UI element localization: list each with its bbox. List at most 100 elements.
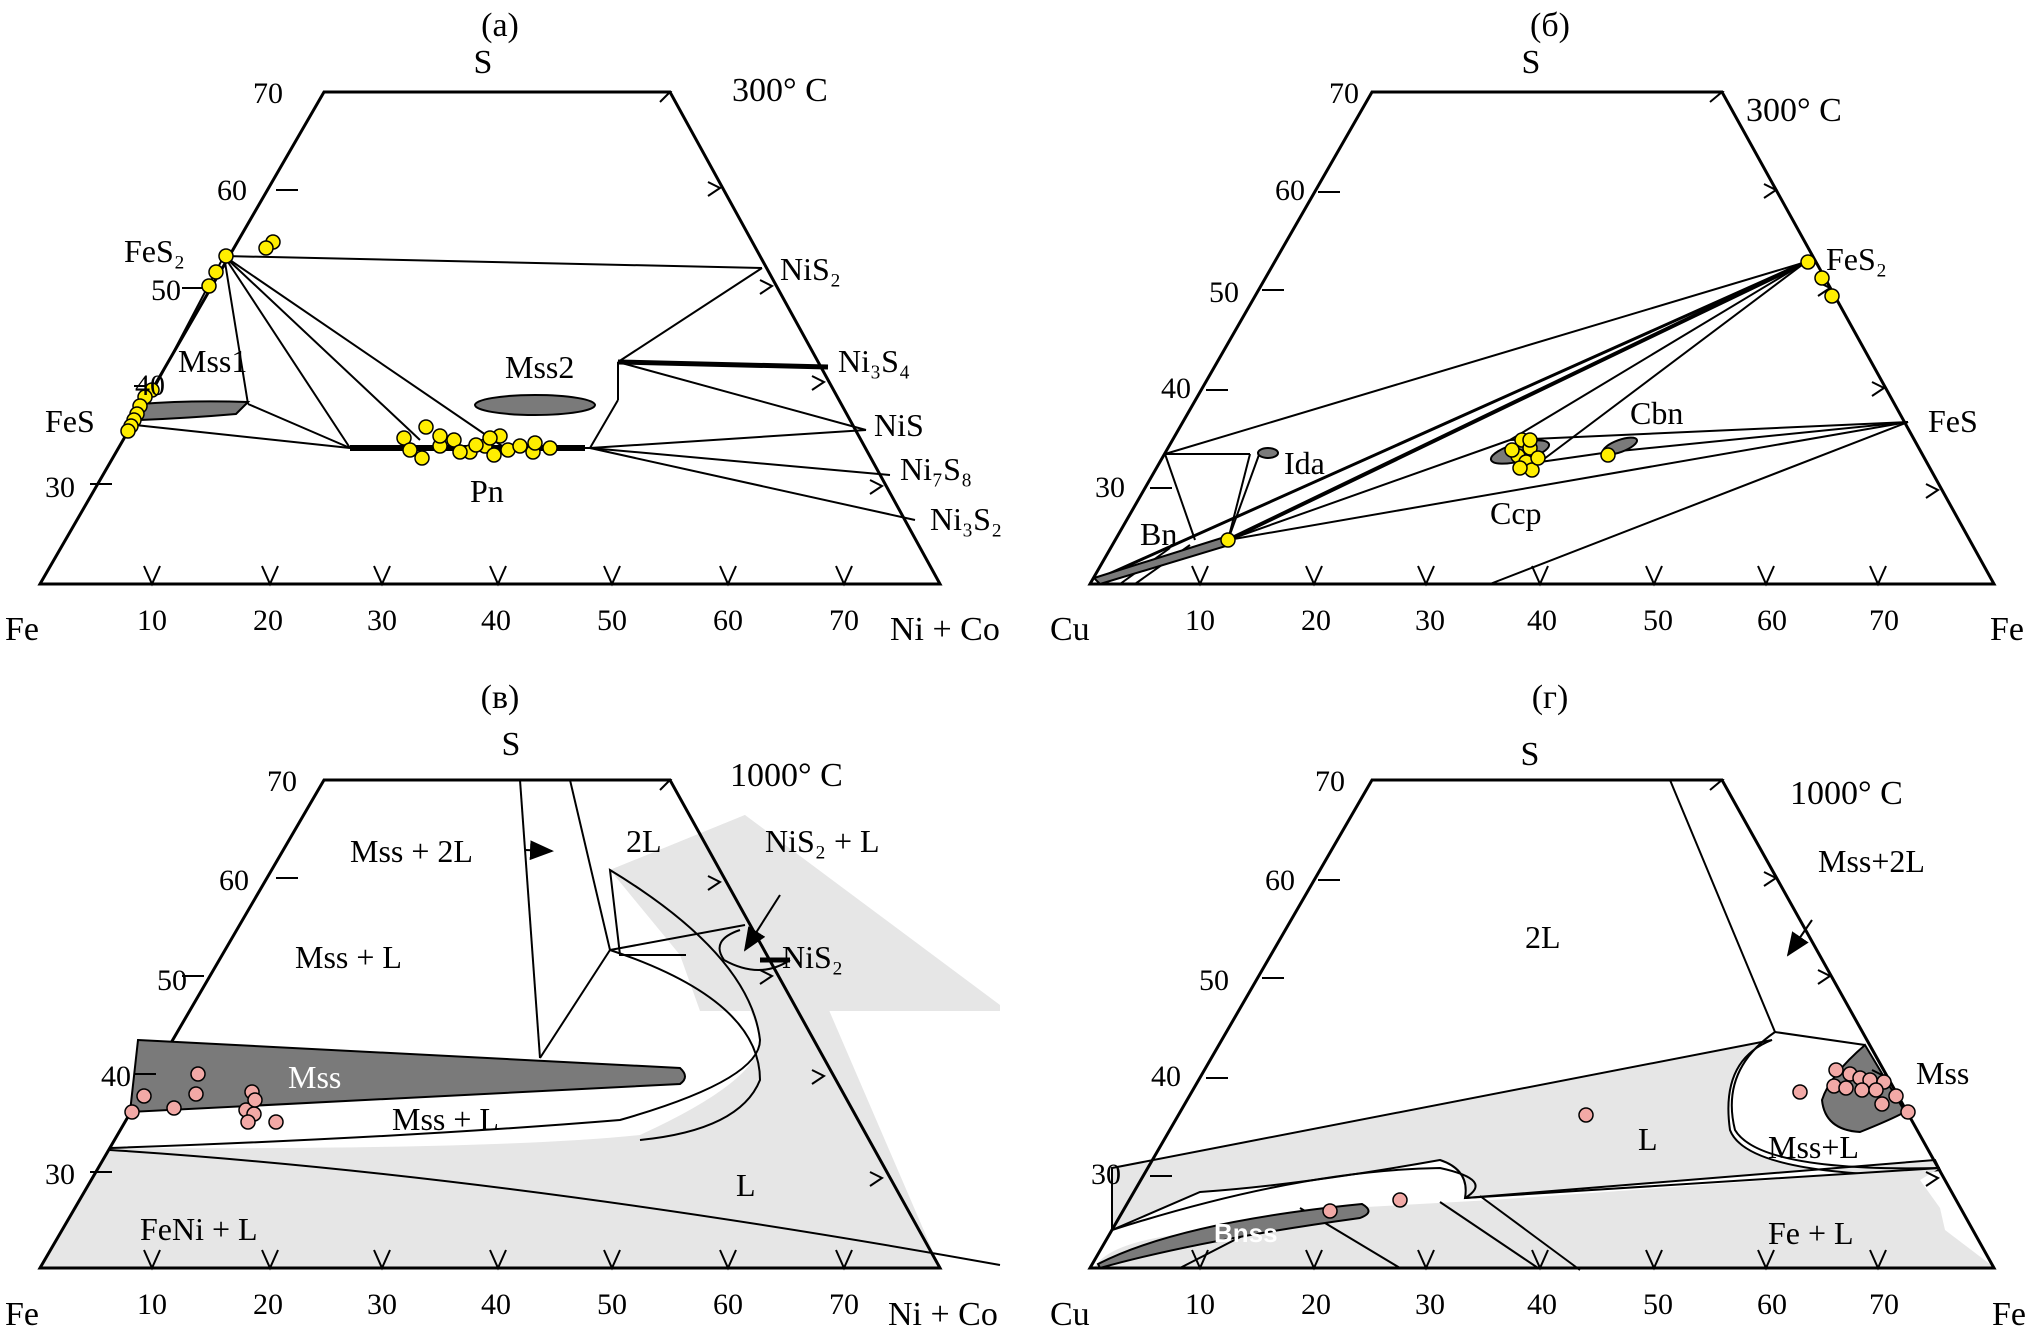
svg-text:20: 20 [1301,604,1331,637]
svg-text:Bnss: Bnss [1214,1218,1278,1248]
svg-text:30: 30 [367,1288,397,1321]
svg-text:Ida: Ida [1284,445,1325,481]
points-b [1220,254,1840,548]
phase-labels-a: FeS₂ FeS Mss1 Mss2 Pn NiS₂ Ni₃S₄ NiS Ni₇… [45,233,1002,537]
svg-text:50: 50 [597,604,627,637]
svg-text:40: 40 [101,1060,131,1093]
apex-label-b: S [1522,44,1541,81]
svg-text:FeS₂: FeS₂ [124,233,185,269]
svg-text:50: 50 [1643,1288,1673,1321]
svg-text:60: 60 [1757,1288,1787,1321]
points-a [120,234,558,466]
svg-text:70: 70 [829,1288,859,1321]
svg-text:60: 60 [1275,174,1305,207]
svg-text:Mss2: Mss2 [505,349,574,385]
svg-text:60: 60 [1757,604,1787,637]
svg-text:50: 50 [1209,276,1239,309]
svg-text:10: 10 [137,1288,167,1321]
svg-text:Mss+2L: Mss+2L [1818,843,1925,879]
svg-text:FeS: FeS [45,403,95,439]
left-corner-label-a: Fe [5,611,39,648]
svg-text:Mss: Mss [288,1059,341,1095]
svg-text:30: 30 [367,604,397,637]
phase-labels-b: FeS₂ FeS Cbn Ida Ccp Bn [1140,241,1978,552]
svg-text:Ni₃S₂: Ni₃S₂ [930,501,1002,537]
panel-letter-c: (в) [481,679,520,716]
svg-text:20: 20 [1301,1288,1331,1321]
right-corner-label-b: Fe [1990,611,2024,648]
arrow-mss2l-d [1786,919,1813,957]
apex-label-c: S [502,726,521,763]
temperature-label-a: 300° C [732,72,828,109]
main-tie-b [1227,260,1807,542]
bottom-ticks-d [1191,1249,1887,1271]
svg-text:Ni₇S₈: Ni₇S₈ [900,451,972,487]
svg-text:30: 30 [1091,1158,1121,1191]
svg-text:60: 60 [217,174,247,207]
right-corner-label-c: Ni + Co [888,1296,998,1329]
panel-a: (а) S 300° C Fe Ni + Co 10 20 30 40 50 6… [5,7,1002,648]
svg-text:2L: 2L [1525,919,1561,955]
right-corner-label-a: Ni + Co [890,611,1000,648]
svg-text:Fe + L: Fe + L [1768,1215,1854,1251]
svg-text:20: 20 [253,604,283,637]
right-ticks-c [659,779,884,1187]
svg-text:70: 70 [1869,1288,1899,1321]
bnss-field-d [1096,1202,1370,1270]
svg-text:30: 30 [1415,604,1445,637]
left-ticks-d [1150,779,1394,1177]
panel-letter-a: (а) [481,7,519,44]
liquid-field-c [40,815,940,1268]
temperature-label-d: 1000° C [1790,775,1903,812]
left-corner-label-c: Fe [5,1296,39,1329]
svg-text:L: L [736,1167,756,1203]
svg-text:40: 40 [1527,604,1557,637]
svg-text:30: 30 [45,1158,75,1191]
side-tick-labels-b: 70 60 50 40 30 [1095,77,1359,504]
left-corner-label-b: Cu [1050,611,1090,648]
svg-text:Mss1: Mss1 [178,343,247,379]
svg-text:30: 30 [1095,471,1125,504]
left-corner-label-d: Cu [1050,1296,1090,1329]
side-tick-labels-c: 70 60 50 40 30 [45,765,297,1191]
svg-text:Cbn: Cbn [1630,395,1683,431]
boundaries-d [1111,779,1941,1271]
tie-lines-a [134,255,916,521]
svg-text:Ni₃S₄: Ni₃S₄ [838,343,910,379]
ida-field-b [1257,447,1279,459]
svg-text:50: 50 [1643,604,1673,637]
apex-label-a: S [474,44,493,81]
mss1-field-a [139,400,251,422]
boundaries-c [109,779,1001,1266]
svg-text:50: 50 [157,964,187,997]
panel-d: (г) S 1000° C Cu Fe 10 20 30 40 50 60 70… [1050,679,2026,1329]
svg-text:10: 10 [1185,604,1215,637]
left-ticks-b [1150,91,1394,489]
svg-text:60: 60 [1265,864,1295,897]
svg-text:60: 60 [713,1288,743,1321]
ternary-frame-a [37,90,943,586]
svg-text:Mss + L: Mss + L [295,939,402,975]
svg-text:NiS: NiS [874,407,924,443]
svg-text:40: 40 [1161,372,1191,405]
bottom-ticks-a [143,565,853,587]
points-d [1322,1062,1916,1219]
svg-text:FeS₂: FeS₂ [1826,241,1887,277]
bottom-tick-labels-d: 10 20 30 40 50 60 70 [1185,1288,1899,1321]
lower-liquid-field-d [1094,1168,1995,1268]
bottom-tick-labels-b: 10 20 30 40 50 60 70 [1185,604,1899,637]
mss-field-c [128,1038,686,1114]
points-c [124,1066,284,1130]
bottom-ticks-c [143,1249,853,1271]
temperature-label-c: 1000° C [730,757,843,794]
left-ticks-c [90,779,346,1173]
svg-text:70: 70 [1315,765,1345,798]
svg-text:30: 30 [1415,1288,1445,1321]
mss2-field-a [474,394,596,416]
svg-text:70: 70 [1329,77,1359,110]
panel-c: (в) S 1000° C Fe Ni + Co 10 20 30 40 50 … [5,679,1001,1329]
svg-text:70: 70 [829,604,859,637]
svg-text:Mss + 2L: Mss + 2L [350,833,473,869]
svg-text:Ccp: Ccp [1490,495,1542,531]
